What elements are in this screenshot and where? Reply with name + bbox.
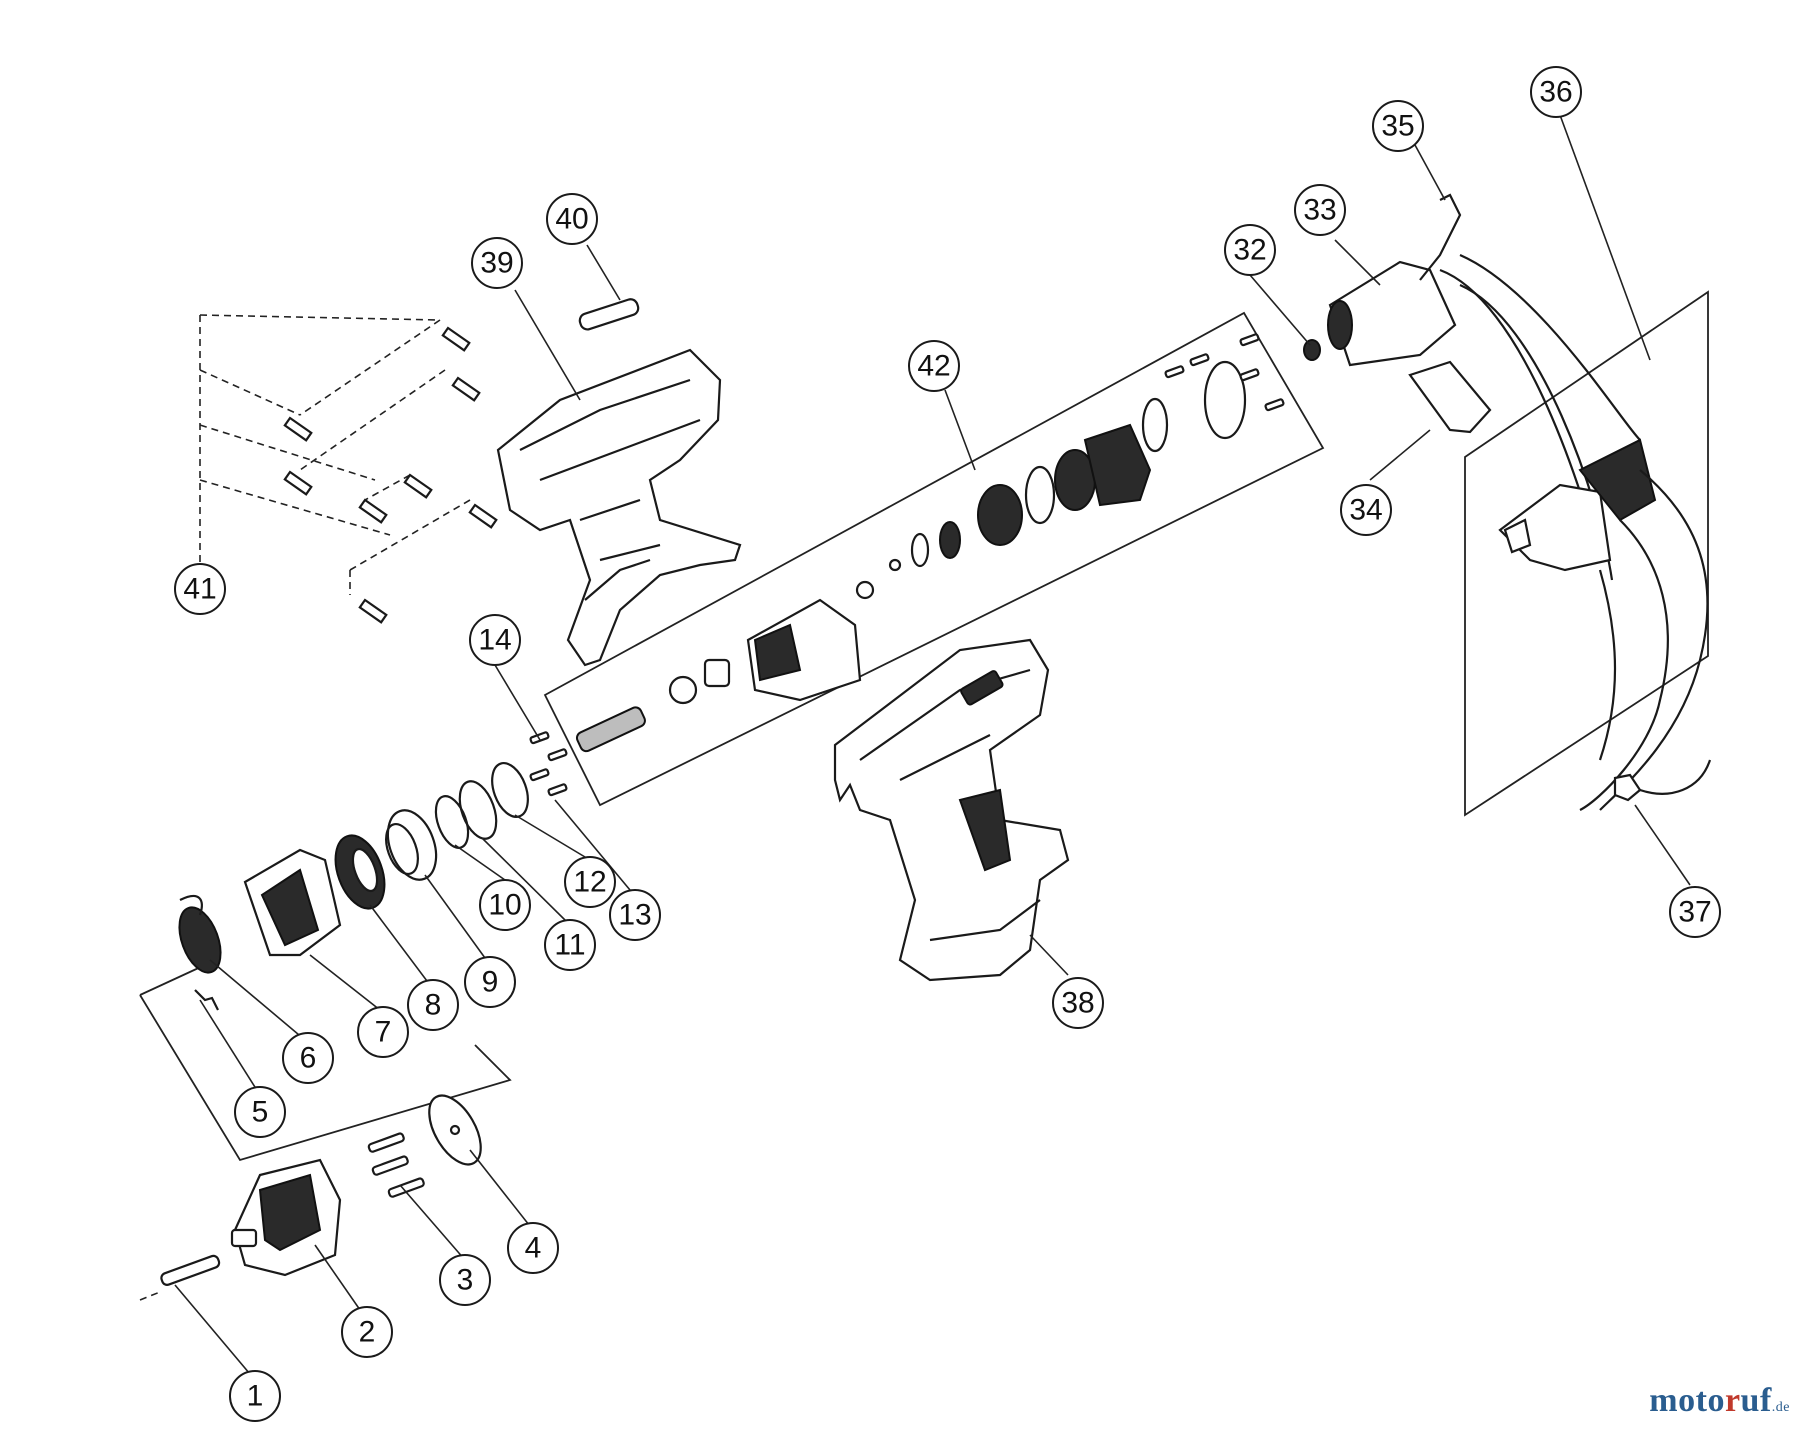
clutch-ring-7	[243, 848, 342, 957]
housing-half-38	[833, 638, 1070, 982]
svg-text:14: 14	[478, 624, 511, 657]
svg-text:1: 1	[247, 1380, 264, 1413]
pin-40	[578, 298, 640, 331]
washer-32	[1303, 339, 1321, 361]
callout-37: 37	[1669, 886, 1721, 938]
switch-assembly-frame	[1464, 290, 1709, 817]
housing-half-39	[496, 348, 742, 667]
callout-10: 10	[479, 879, 531, 931]
spring-5	[194, 989, 219, 1011]
terminal-35	[1419, 193, 1462, 281]
svg-text:5: 5	[252, 1096, 269, 1129]
callout-40: 40	[546, 193, 598, 245]
callout-41: 41	[174, 563, 226, 615]
svg-text:9: 9	[482, 966, 499, 999]
callout-12: 12	[564, 856, 616, 908]
callout-14: 14	[469, 614, 521, 666]
terminal-37	[1613, 759, 1712, 802]
watermark-tld: .de	[1771, 1400, 1790, 1415]
callout-32: 32	[1224, 224, 1276, 276]
plate-6	[178, 894, 222, 974]
svg-text:34: 34	[1349, 494, 1382, 527]
svg-text:33: 33	[1303, 194, 1336, 227]
bit-1	[139, 1254, 221, 1301]
svg-text:39: 39	[480, 247, 513, 280]
watermark-part-a: moto	[1649, 1382, 1725, 1419]
callout-5: 5	[234, 1086, 286, 1138]
svg-text:8: 8	[425, 989, 442, 1022]
callout-13: 13	[609, 889, 661, 941]
svg-text:41: 41	[183, 573, 216, 606]
svg-text:36: 36	[1539, 76, 1572, 109]
callout-36: 36	[1530, 66, 1582, 118]
svg-text:35: 35	[1381, 110, 1414, 143]
washer-4	[428, 1094, 482, 1166]
watermark-part-c: uf	[1740, 1382, 1772, 1419]
callout-7: 7	[357, 1006, 409, 1058]
callout-33: 33	[1294, 184, 1346, 236]
callout-42: 42	[908, 340, 960, 392]
callout-38: 38	[1052, 977, 1104, 1029]
motor-gearbox-frame	[543, 311, 1325, 807]
svg-text:2: 2	[359, 1316, 376, 1349]
svg-text:32: 32	[1233, 234, 1266, 267]
gearbox-parts-42	[575, 333, 1285, 753]
svg-text:3: 3	[457, 1264, 474, 1297]
switch-36	[1498, 438, 1709, 811]
callout-8: 8	[407, 979, 459, 1031]
svg-text:12: 12	[573, 866, 606, 899]
svg-text:11: 11	[554, 929, 585, 962]
callout-2: 2	[341, 1306, 393, 1358]
svg-text:13: 13	[618, 899, 651, 932]
screws-14	[529, 731, 568, 797]
clutch-frame-upper	[139, 964, 206, 996]
callout-11: 11	[544, 919, 596, 971]
chuck-2	[230, 1158, 342, 1277]
callout-34: 34	[1340, 484, 1392, 536]
leader-lines	[174, 114, 1691, 1381]
screw-bracket-41	[199, 314, 471, 595]
ring-10	[434, 795, 470, 849]
screws-41	[283, 326, 498, 624]
watermark-part-b: r	[1724, 1382, 1741, 1419]
spring-9	[385, 809, 438, 881]
motor-33	[1327, 260, 1457, 367]
callout-35: 35	[1372, 100, 1424, 152]
svg-text:37: 37	[1678, 896, 1711, 929]
ring-11	[458, 780, 498, 840]
svg-text:4: 4	[525, 1232, 542, 1265]
ring-12	[491, 762, 529, 818]
callout-39: 39	[471, 237, 523, 289]
screws-3	[367, 1132, 425, 1198]
callout-3: 3	[439, 1254, 491, 1306]
callout-6: 6	[282, 1032, 334, 1084]
svg-text:40: 40	[555, 203, 588, 236]
svg-text:42: 42	[917, 350, 950, 383]
svg-text:6: 6	[300, 1042, 317, 1075]
callout-4: 4	[507, 1222, 559, 1274]
svg-text:7: 7	[375, 1016, 392, 1049]
ring-8	[334, 834, 386, 910]
motoruf-watermark: motoruf.de	[1649, 1382, 1790, 1420]
svg-text:38: 38	[1061, 987, 1094, 1020]
clutch-frame	[139, 994, 512, 1162]
callout-9: 9	[464, 956, 516, 1008]
switch-button-34	[1408, 360, 1492, 434]
svg-text:10: 10	[488, 889, 521, 922]
callout-1: 1	[229, 1370, 281, 1422]
